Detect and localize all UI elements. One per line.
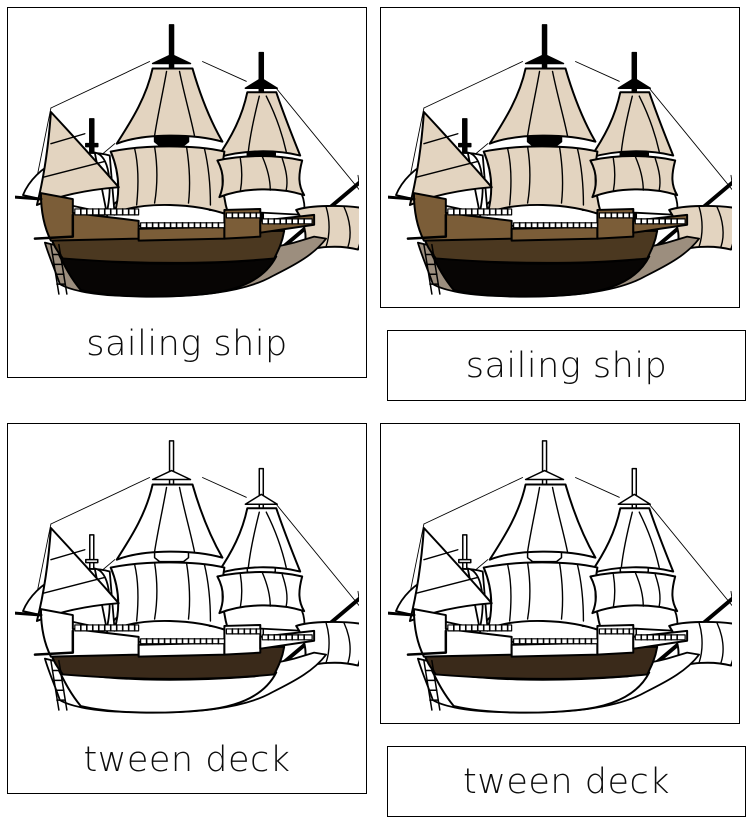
picture-card-sailing-ship [380,7,740,308]
card-label: sailing ship [86,324,288,364]
label-card-tween-deck: tween deck [387,746,746,817]
picture-card-tween-deck [380,423,740,724]
control-card-sailing-ship: sailing ship [7,7,367,378]
card-label: tween deck [83,740,291,780]
control-card-tween-deck: tween deck [7,423,367,794]
tween-deck-illustration [388,433,732,715]
label-card-sailing-ship: sailing ship [387,330,746,401]
sailing-ship-illustration [15,17,359,299]
card-label: sailing ship [465,345,668,386]
sailing-ship-illustration [388,17,732,299]
card-label: tween deck [463,761,670,802]
tween-deck-illustration [15,433,359,715]
